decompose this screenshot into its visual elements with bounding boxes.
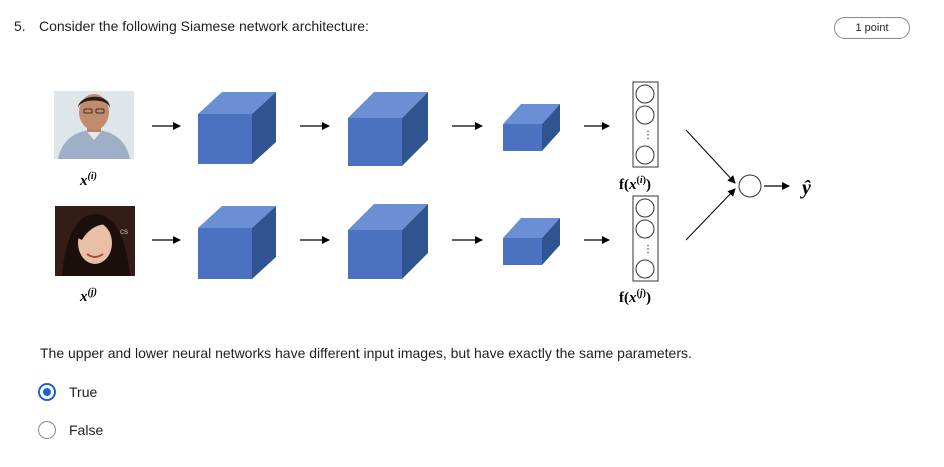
radio-button[interactable] — [38, 421, 56, 439]
question-text: Consider the following Siamese network a… — [39, 18, 369, 34]
output-label: ŷ — [800, 177, 811, 199]
connection-lower — [685, 188, 736, 241]
layer-cube — [198, 206, 276, 279]
svg-text:⋮: ⋮ — [643, 244, 653, 255]
input-label-lower: x(j) — [79, 287, 97, 305]
layer-cube — [348, 204, 428, 279]
option-label: False — [69, 422, 104, 438]
input-image-lower: cs — [55, 206, 135, 276]
layer-cube — [503, 218, 560, 265]
option-label: True — [69, 384, 98, 400]
encoding-vector-lower: ⋮ — [632, 195, 659, 282]
siamese-network-diagram: cs x(i) x(j) — [54, 81, 811, 306]
question-statement: The upper and lower neural networks have… — [40, 345, 692, 361]
svg-text:cs: cs — [120, 227, 128, 236]
option-true[interactable]: True — [38, 383, 97, 401]
option-false[interactable]: False — [38, 421, 103, 439]
layer-cube — [198, 92, 276, 164]
svg-text:⋮: ⋮ — [643, 130, 653, 141]
output-neuron — [738, 174, 762, 198]
points-badge: 1 point — [834, 17, 910, 39]
layer-cube — [503, 104, 560, 151]
layer-cube — [348, 92, 428, 166]
radio-button[interactable] — [38, 383, 56, 401]
question-number: 5. — [14, 18, 26, 34]
encoding-label-upper: f(x(i)) — [619, 175, 651, 193]
encoding-vector-upper: ⋮ — [632, 81, 659, 168]
encoding-label-lower: f(x(j)) — [619, 288, 651, 306]
connection-upper — [685, 129, 736, 184]
input-label-upper: x(i) — [79, 171, 97, 189]
input-image-upper — [54, 91, 134, 159]
